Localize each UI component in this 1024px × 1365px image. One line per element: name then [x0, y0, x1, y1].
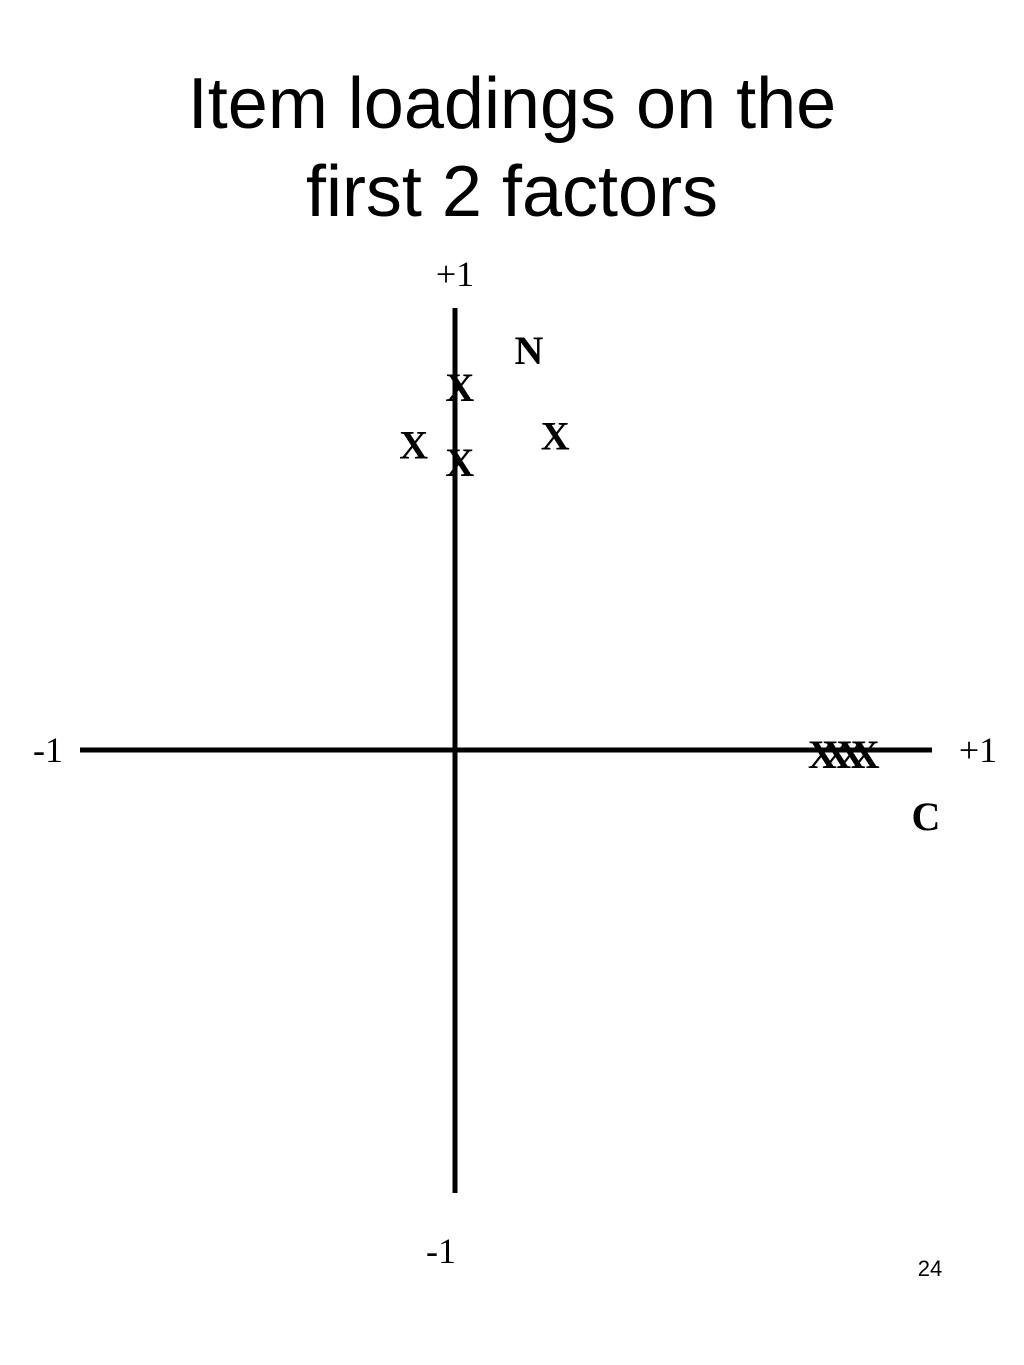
y-axis-min-tick-label: -1	[426, 1231, 456, 1271]
data-point-8: X	[851, 732, 880, 777]
slide-title: Item loadings on the first 2 factors	[0, 60, 1024, 236]
data-point-4: X	[541, 414, 570, 459]
x-axis-max-tick-label: +1	[959, 730, 997, 770]
data-point-7: X	[836, 732, 865, 777]
y-axis-factor-label: N	[515, 328, 544, 373]
data-point-2: X	[399, 423, 428, 468]
data-point-3: X	[445, 440, 474, 485]
y-axis-max-tick-label: +1	[436, 254, 474, 294]
slide-number: 24	[917, 1256, 943, 1281]
slide-title-line-1: Item loadings on the	[187, 64, 837, 144]
slide-title-line-2: first 2 factors	[305, 152, 719, 232]
data-point-5: X	[808, 732, 837, 777]
data-point-6: X	[822, 732, 851, 777]
x-axis-min-tick-label: -1	[33, 730, 63, 770]
data-point-1: X	[445, 365, 474, 410]
x-axis-factor-label: C	[912, 794, 941, 839]
